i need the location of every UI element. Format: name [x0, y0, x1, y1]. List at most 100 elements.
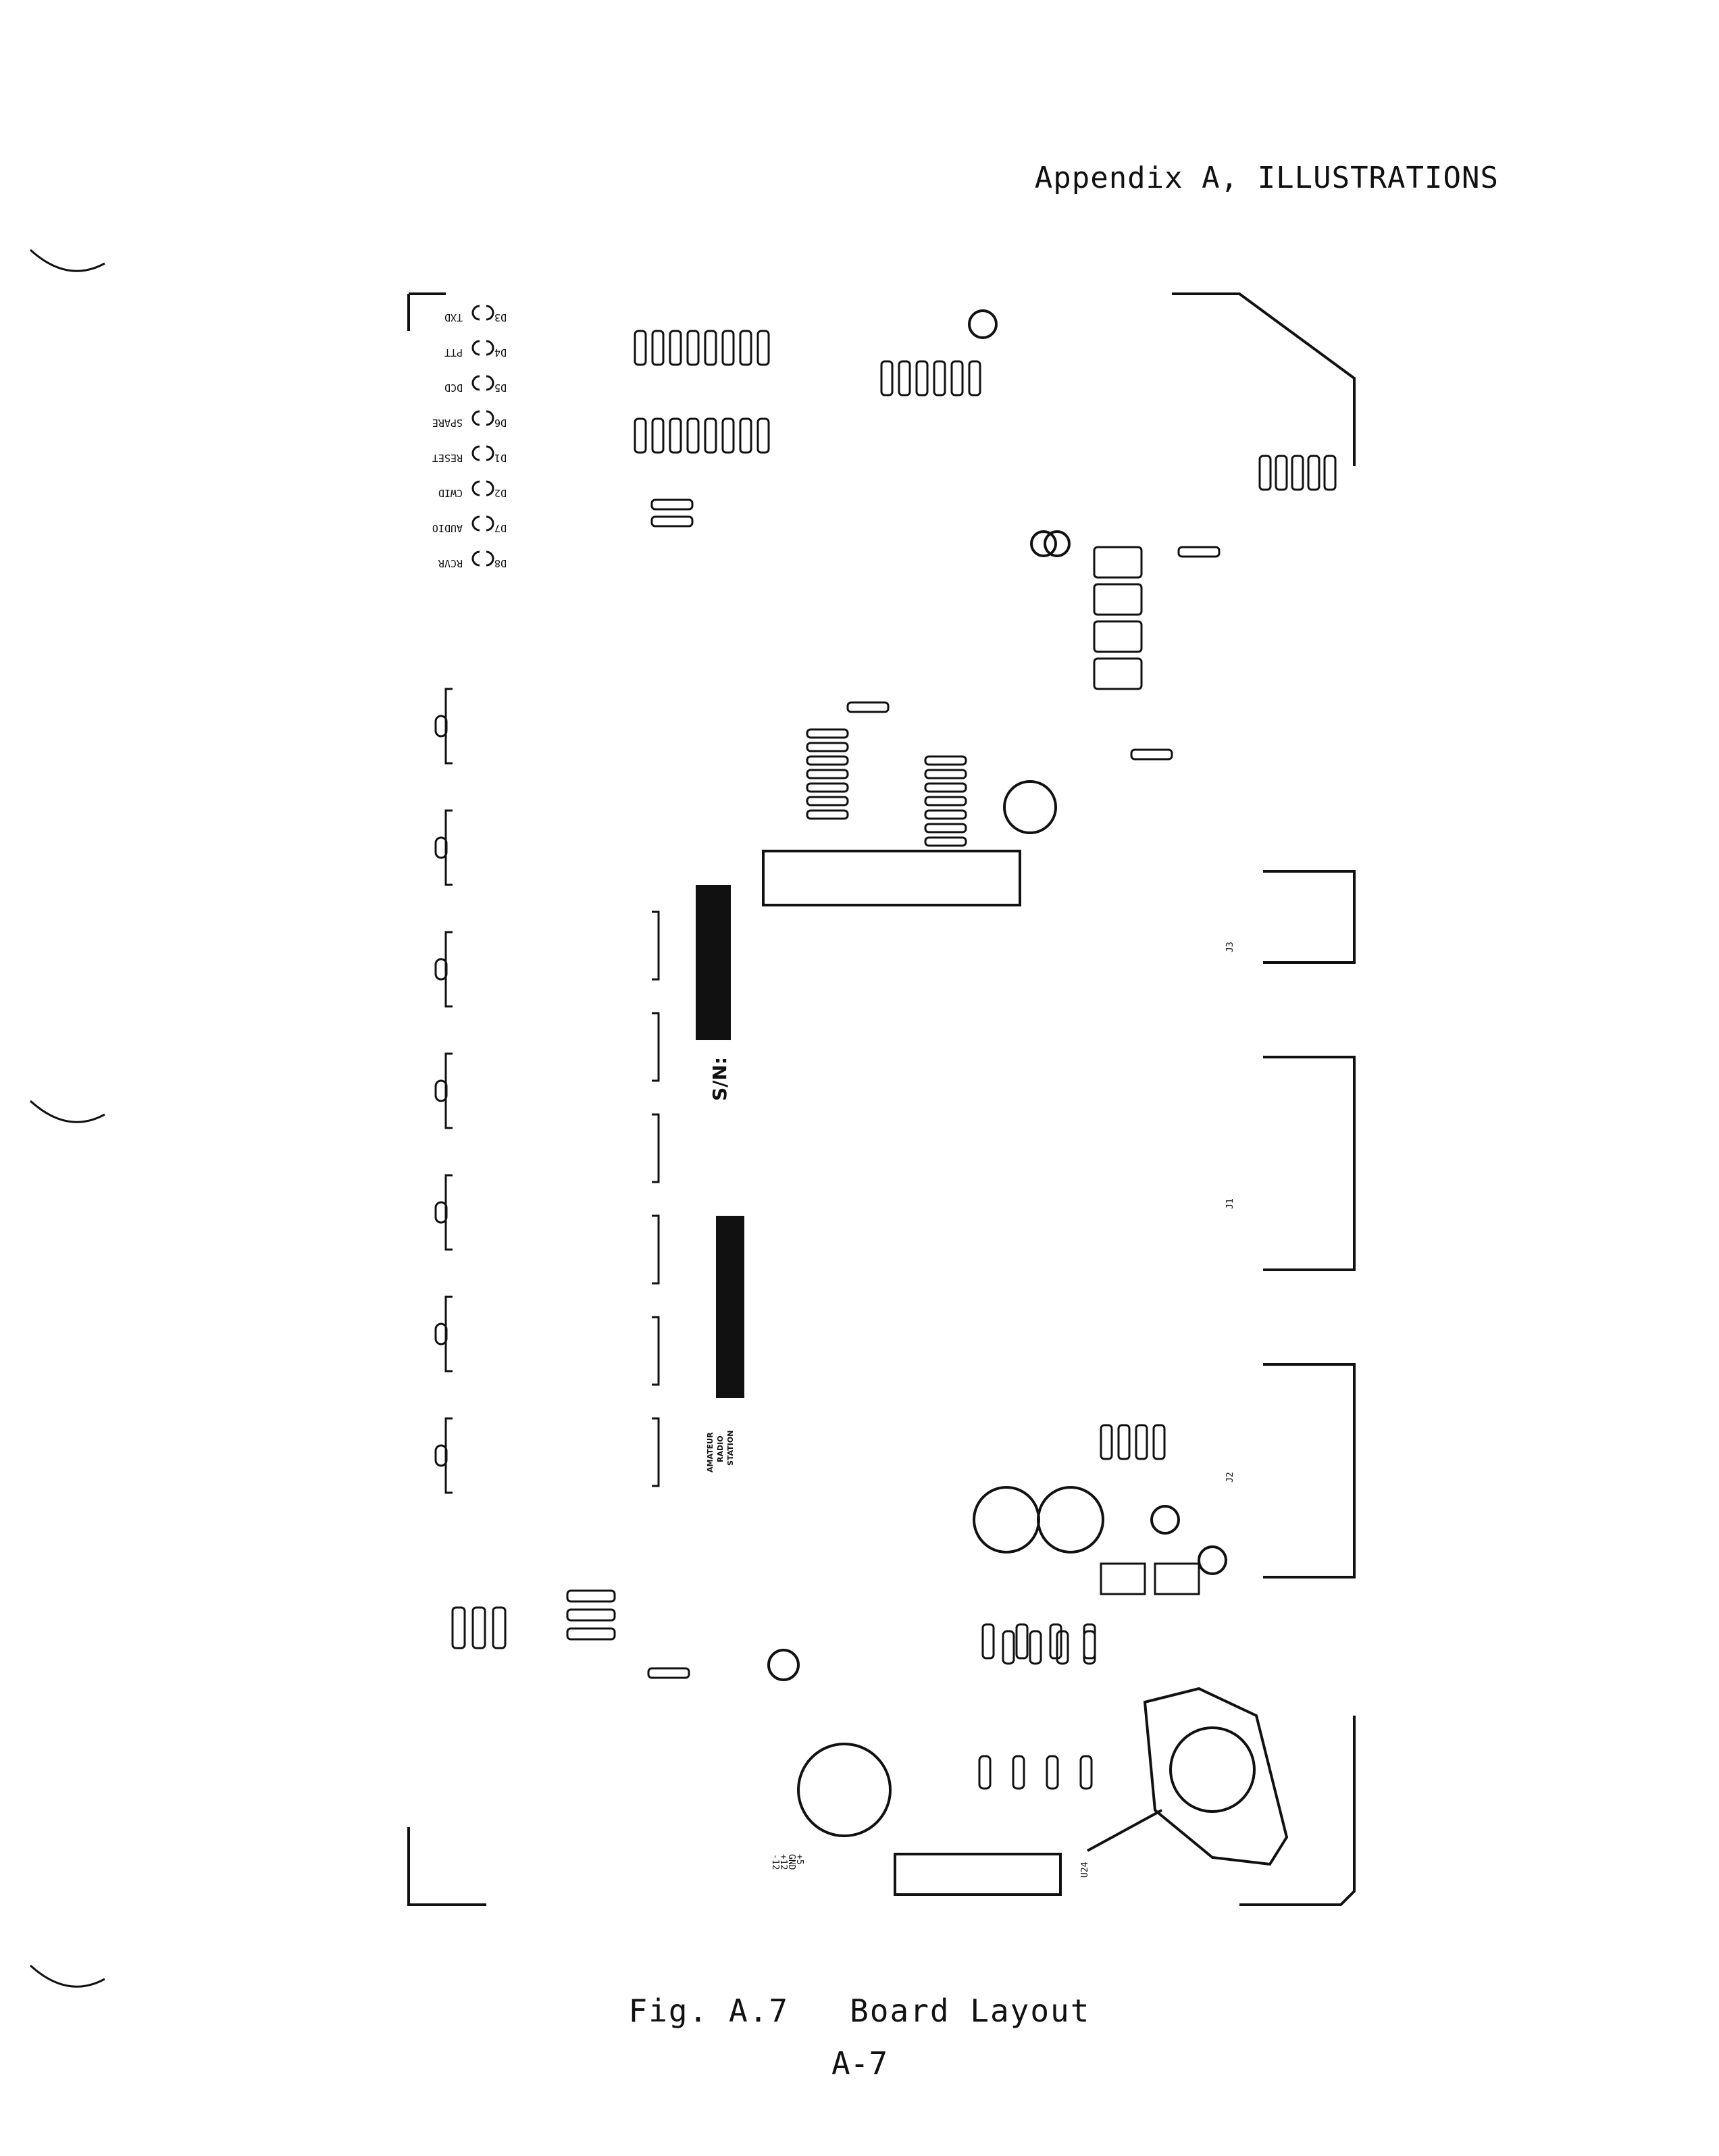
connector-pin-label: D4 — [494, 346, 507, 359]
resistor-body — [806, 782, 849, 793]
resistor-body — [669, 330, 682, 366]
serial-label: S/N: — [709, 1057, 731, 1101]
silkscreen-block — [716, 1216, 744, 1398]
capacitor-body — [434, 836, 448, 859]
resistor-body — [806, 755, 849, 766]
resistor-body — [566, 1608, 616, 1622]
power-connector — [894, 1853, 1062, 1896]
connector-pin-label: D3 — [494, 311, 507, 324]
svg-text:RADIO: RADIO — [716, 1435, 725, 1462]
page-header: Appendix A, ILLUSTRATIONS — [1034, 161, 1499, 195]
header-strip — [762, 850, 1021, 906]
connector-pad — [471, 445, 494, 461]
diode-body — [1046, 1755, 1059, 1790]
resistor-body — [1135, 1424, 1148, 1460]
binder-hole-mark — [29, 1964, 105, 1988]
jack-labels: J1 J2 J3 — [1225, 942, 1235, 1483]
resistor-body — [1275, 455, 1288, 491]
diode-body — [1083, 1630, 1096, 1665]
resistor-body — [651, 330, 665, 366]
resistor-body — [1093, 583, 1143, 616]
figure-title: Board Layout — [850, 1993, 1091, 2029]
capacitor-c7 — [1198, 1545, 1227, 1575]
resistor-body — [1100, 1424, 1113, 1460]
svg-text:J2: J2 — [1225, 1472, 1235, 1483]
connector-pad — [471, 410, 494, 426]
resistor-body — [950, 360, 964, 396]
svg-text:+12: +12 — [778, 1854, 788, 1870]
connector-pad — [471, 375, 494, 391]
power-labels: +5 GND +12 -12 — [770, 1854, 804, 1870]
resistor-body — [846, 701, 890, 713]
connector-pin-label: D2 — [494, 487, 507, 499]
capacitor-c1 — [797, 1743, 892, 1837]
capacitor-c19 — [968, 309, 998, 339]
connector-signal-label: CWID — [438, 487, 463, 499]
resistor-body — [924, 823, 967, 833]
capacitor-c12 — [767, 1649, 800, 1681]
svg-text:-12: -12 — [770, 1854, 780, 1870]
ic-outline-bracket — [652, 1214, 660, 1285]
resistor-body — [968, 360, 981, 396]
regulator-body — [1100, 1562, 1146, 1595]
resistor-body — [880, 360, 894, 396]
svg-text:J1: J1 — [1225, 1198, 1235, 1209]
resistor-body — [1093, 546, 1143, 579]
regulator-heatsink — [1143, 1687, 1289, 1866]
board-outline — [407, 1716, 1356, 1906]
connector-signal-label: AUDIO — [432, 522, 463, 534]
resistor-body — [721, 417, 735, 454]
resistor-body — [739, 417, 752, 454]
ic-outline-bracket — [652, 1113, 660, 1183]
resistor-body — [924, 796, 967, 806]
resistor-body — [1130, 748, 1173, 761]
regulator-hole — [1169, 1726, 1256, 1813]
svg-text:+5: +5 — [794, 1854, 804, 1865]
connector-pin-label: D8 — [494, 557, 507, 569]
capacitor-c14 — [1003, 780, 1057, 834]
resistor-body — [451, 1606, 466, 1649]
connector-pad — [471, 480, 494, 496]
ic-outline-bracket — [652, 1417, 660, 1487]
resistor-body — [924, 769, 967, 779]
resistor-body — [1258, 455, 1272, 491]
resistor-body — [1049, 1623, 1062, 1660]
svg-text:J3: J3 — [1225, 942, 1235, 952]
resistor-body — [933, 360, 946, 396]
connector-signal-label: TXD — [444, 311, 463, 324]
resistor-body — [806, 728, 849, 739]
board-outline — [407, 292, 1356, 466]
resistor-body — [924, 782, 967, 793]
connector-signal-label: RESET — [432, 452, 463, 464]
ic-outline-bracket — [652, 1012, 660, 1082]
ic-outline-bracket — [652, 1316, 660, 1386]
ic-outline-bracket — [652, 910, 660, 981]
connector-pad — [471, 550, 494, 567]
connector-pin-label: D1 — [494, 452, 507, 464]
capacitor-body — [434, 1079, 448, 1102]
resistor-body — [650, 515, 694, 528]
resistor-body — [924, 755, 967, 766]
resistor-body — [1117, 1424, 1131, 1460]
svg-text:GND: GND — [786, 1854, 796, 1870]
resistor-body — [806, 769, 849, 779]
resistor-body — [981, 1623, 995, 1660]
resistor-body — [704, 330, 717, 366]
resistor-body — [1083, 1623, 1096, 1660]
binder-hole-mark — [29, 249, 105, 272]
resistor-body — [1015, 1623, 1029, 1660]
diode-body — [1012, 1755, 1025, 1790]
diode-body — [1056, 1630, 1069, 1665]
capacitor-c6 — [1150, 1505, 1180, 1535]
regulator-label: U24 — [1080, 1862, 1090, 1878]
capacitor-c31 — [1030, 530, 1057, 557]
capacitor-body — [434, 1444, 448, 1467]
resistor-body — [1093, 657, 1143, 690]
resistor-body — [669, 417, 682, 454]
jack-outline — [1263, 870, 1356, 964]
regulator-body — [1154, 1562, 1200, 1595]
connector-signal-label: DCD — [444, 382, 463, 394]
resistor-body — [471, 1606, 486, 1649]
figure-number: Fig. A.7 — [628, 1993, 790, 2029]
